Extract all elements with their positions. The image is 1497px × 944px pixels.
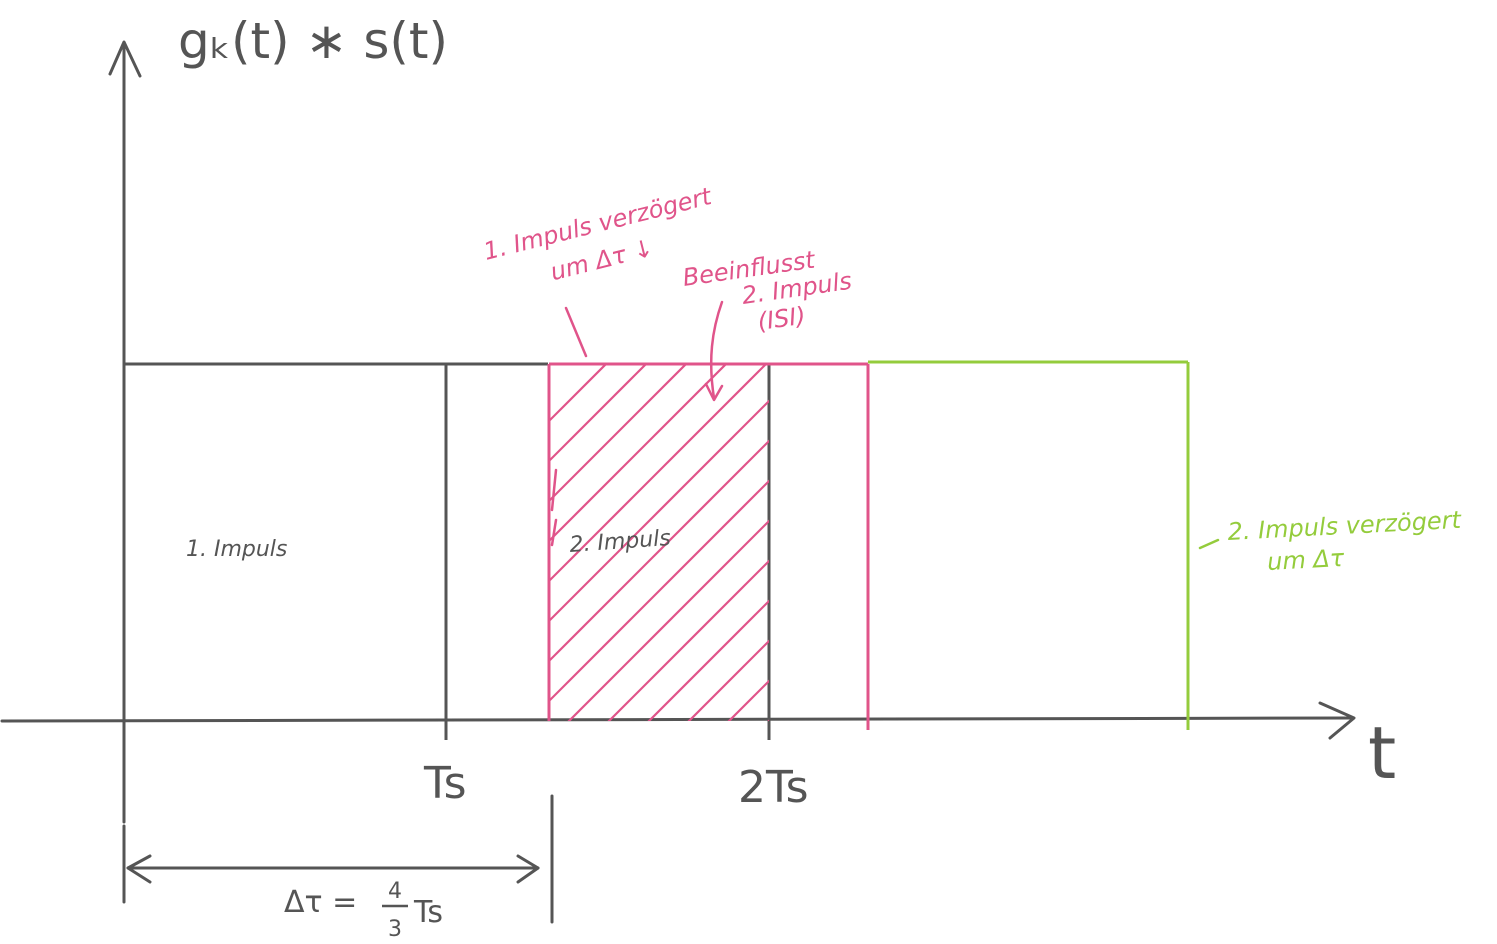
second-delayed-line2: um Δτ	[1266, 544, 1345, 576]
delayed-second-pulse	[868, 360, 1190, 730]
delay-suffix: Ts	[413, 895, 443, 930]
y-axis	[108, 40, 142, 824]
second-delayed-annotation: 2. Impuls verzögert um Δτ	[1227, 506, 1463, 576]
x-axis-label: t	[1368, 711, 1396, 795]
delay-denominator: 3	[388, 917, 402, 942]
tick-ts-label: Ts	[423, 758, 467, 809]
tick-2ts-label: 2Ts	[738, 762, 809, 813]
original-pulses	[124, 362, 771, 740]
influences-annotation: Beeinflusst 2. Impuls (ISI)	[681, 245, 854, 336]
y-axis-label: gₖ(t) ∗ s(t)	[178, 12, 448, 70]
first-pulse-label: 1. Impuls	[186, 537, 287, 562]
delay-prefix: Δτ =	[284, 885, 357, 920]
delay-numerator: 4	[388, 879, 402, 904]
delay-dimension	[122, 794, 554, 924]
second-delayed-line1: 2. Impuls verzögert	[1227, 506, 1463, 546]
influences-line3: (ISI)	[756, 302, 808, 336]
delay-formula: Δτ = 4 3 Ts	[284, 879, 443, 942]
annotation-pointers	[550, 300, 1220, 550]
delayed-first-pulse	[547, 362, 870, 730]
isi-hatch	[549, 364, 769, 721]
x-axis	[0, 701, 1356, 740]
